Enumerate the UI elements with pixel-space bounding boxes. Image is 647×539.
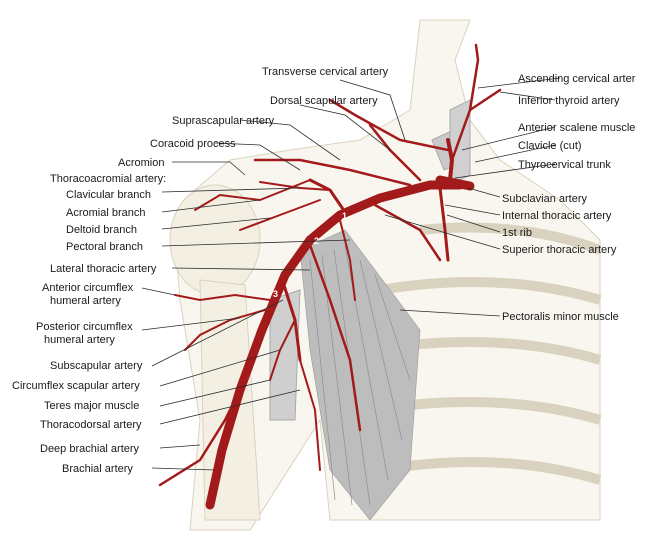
label-suprascapular-artery: Suprascapular artery xyxy=(172,115,275,127)
label-superior-thoracic-artery: Superior thoracic artery xyxy=(502,244,617,256)
label-subscapular-artery: Subscapular artery xyxy=(50,360,143,372)
label-pectoralis-minor-muscle: Pectoralis minor muscle xyxy=(502,311,619,323)
label-acromial-branch: Acromial branch xyxy=(66,207,145,219)
label-pectoral-branch: Pectoral branch xyxy=(66,241,143,253)
anterior-scalene xyxy=(450,100,470,185)
label-lateral-thoracic-artery: Lateral thoracic artery xyxy=(50,263,157,275)
label-thoracoacromial-artery: Thoracoacromial artery: xyxy=(50,173,166,185)
label-thoracodorsal-artery: Thoracodorsal artery xyxy=(40,419,142,431)
label-teres-major-muscle: Teres major muscle xyxy=(44,400,139,412)
label-ascending-cervical-artery: Ascending cervical arter xyxy=(518,73,636,85)
label-transverse-cervical-artery: Transverse cervical artery xyxy=(262,66,389,78)
label-dorsal-scapular-artery: Dorsal scapular artery xyxy=(270,95,378,107)
subclavian-origin xyxy=(440,180,470,186)
label-posterior-circumflex-line2: humeral artery xyxy=(44,334,115,346)
label-circumflex-scapular-artery: Circumflex scapular artery xyxy=(12,380,140,392)
label-anterior-circumflex-line1: Anterior circumflex xyxy=(42,282,134,294)
label-acromion: Acromion xyxy=(118,157,164,169)
label-clavicular-branch: Clavicular branch xyxy=(66,189,151,201)
label-subclavian-artery: Subclavian artery xyxy=(502,193,587,205)
inferior-thyroid-branch xyxy=(470,90,500,110)
label-posterior-circumflex-line1: Posterior circumflex xyxy=(36,321,133,333)
label-internal-thoracic-artery: Internal thoracic artery xyxy=(502,210,612,222)
label-clavicle-cut: Clavicle (cut) xyxy=(518,140,582,152)
label-coracoid-process: Coracoid process xyxy=(150,138,236,150)
label-anterior-circumflex-line2: humeral artery xyxy=(50,295,121,307)
label-deltoid-branch: Deltoid branch xyxy=(66,224,137,236)
label-anterior-scalene-muscle: Anterior scalene muscle xyxy=(518,122,635,134)
label-thyrocervical-trunk: Thyrocervical trunk xyxy=(518,159,611,171)
segment-number-3: 3 xyxy=(273,289,278,299)
segment-number-1: 1 xyxy=(342,211,347,221)
label-brachial-artery: Brachial artery xyxy=(62,463,133,475)
label-inferior-thyroid-artery: Inferior thyroid artery xyxy=(518,95,620,107)
label-1st-rib: 1st rib xyxy=(502,227,532,239)
label-deep-brachial-artery: Deep brachial artery xyxy=(40,443,140,455)
